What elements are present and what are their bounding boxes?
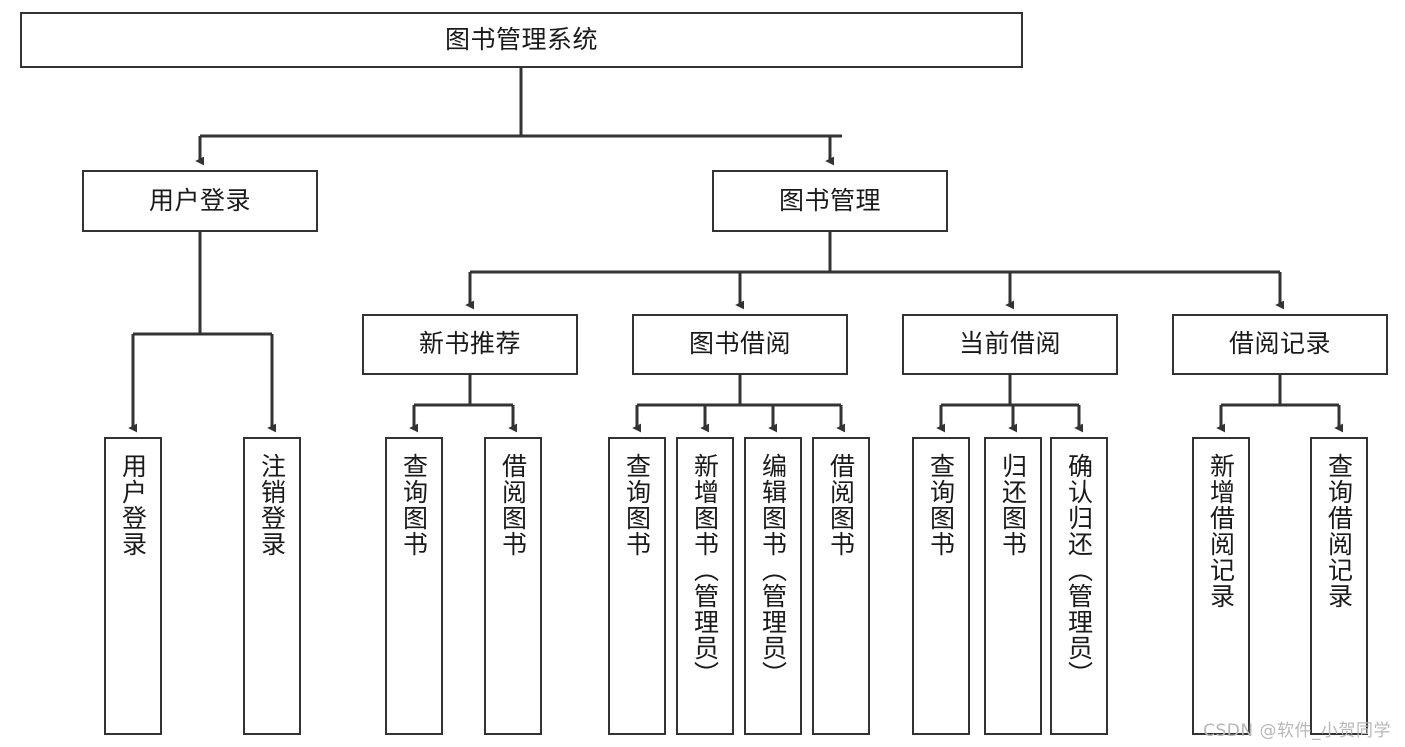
node-leaf-borrow-book-1-label: 借阅图书 <box>498 453 528 557</box>
node-leaf-return-book-label: 归还图书 <box>998 453 1028 557</box>
node-leaf-return-book[interactable]: 归还图书 <box>984 437 1042 735</box>
node-leaf-add-borrow-record[interactable]: 新增借阅记录 <box>1192 437 1250 735</box>
node-book-manage[interactable]: 图书管理 <box>712 170 948 232</box>
node-leaf-query-book-3[interactable]: 查询图书 <box>912 437 970 735</box>
node-leaf-add-book-admin[interactable]: 新增图书（管理员） <box>676 437 734 735</box>
node-leaf-confirm-return-admin-label: 确认归还（管理员） <box>1064 453 1094 687</box>
node-user-login[interactable]: 用户登录 <box>82 170 318 232</box>
node-leaf-query-book-2-label: 查询图书 <box>622 453 652 557</box>
node-leaf-confirm-return-admin[interactable]: 确认归还（管理员） <box>1050 437 1108 735</box>
node-leaf-add-borrow-record-label: 新增借阅记录 <box>1206 453 1236 609</box>
node-book-borrow[interactable]: 图书借阅 <box>632 314 848 375</box>
node-leaf-borrow-book-2[interactable]: 借阅图书 <box>812 437 870 735</box>
node-leaf-logout-login[interactable]: 注销登录 <box>243 437 301 735</box>
node-root[interactable]: 图书管理系统 <box>20 12 1023 68</box>
node-leaf-add-book-admin-label: 新增图书（管理员） <box>690 453 720 687</box>
node-leaf-edit-book-admin-label: 编辑图书（管理员） <box>758 453 788 687</box>
node-current-borrow-label: 当前借阅 <box>958 329 1061 359</box>
node-user-login-label: 用户登录 <box>148 185 251 215</box>
node-leaf-user-login[interactable]: 用户登录 <box>104 437 162 735</box>
node-borrow-record-label: 借阅记录 <box>1228 329 1331 359</box>
watermark: CSDN @软件_小贺同学 <box>1203 721 1391 741</box>
node-leaf-query-book-1-label: 查询图书 <box>399 453 429 557</box>
node-borrow-record[interactable]: 借阅记录 <box>1172 314 1388 375</box>
node-leaf-user-login-label: 用户登录 <box>118 453 148 557</box>
node-leaf-query-book-1[interactable]: 查询图书 <box>385 437 443 735</box>
node-current-borrow[interactable]: 当前借阅 <box>902 314 1118 375</box>
node-root-label: 图书管理系统 <box>444 24 598 54</box>
node-new-book-recommend[interactable]: 新书推荐 <box>362 314 578 375</box>
node-book-manage-label: 图书管理 <box>778 185 881 215</box>
node-leaf-query-book-3-label: 查询图书 <box>926 453 956 557</box>
node-book-borrow-label: 图书借阅 <box>688 329 791 359</box>
node-leaf-edit-book-admin[interactable]: 编辑图书（管理员） <box>744 437 802 735</box>
node-leaf-borrow-book-1[interactable]: 借阅图书 <box>484 437 542 735</box>
node-leaf-query-borrow-record[interactable]: 查询借阅记录 <box>1310 437 1368 735</box>
node-leaf-query-borrow-record-label: 查询借阅记录 <box>1324 453 1354 609</box>
node-leaf-query-book-2[interactable]: 查询图书 <box>608 437 666 735</box>
node-leaf-logout-login-label: 注销登录 <box>257 453 287 557</box>
node-new-book-recommend-label: 新书推荐 <box>418 329 521 359</box>
node-leaf-borrow-book-2-label: 借阅图书 <box>826 453 856 557</box>
